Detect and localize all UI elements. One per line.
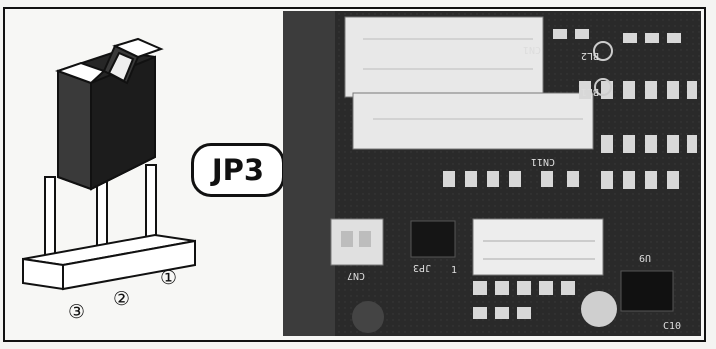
jumper-drawing	[22, 37, 196, 291]
u9-chip	[620, 270, 674, 312]
jumper-cap	[55, 37, 164, 191]
mid-connector	[472, 218, 604, 276]
silk-bl2: BL2	[581, 50, 599, 61]
jp3-label-badge: JP3	[191, 143, 285, 197]
silk-c10: C10	[663, 321, 681, 332]
circuit-board-photo: CN7 JP3 1 CN11 BL1 BL2 CN1 U9 C10	[283, 11, 701, 336]
capacitor-round	[352, 301, 384, 333]
silk-jp3-pin1: 1	[451, 265, 457, 276]
jp3-header	[410, 220, 456, 258]
silk-u9: U9	[639, 252, 651, 263]
jumper-illustration: ① ② ③	[5, 9, 281, 340]
silk-jp3: JP3	[413, 262, 431, 273]
capacitor-c10	[581, 291, 617, 327]
top-connectors	[344, 16, 594, 150]
component-rows	[443, 29, 697, 319]
silk-cn7: CN7	[347, 270, 365, 281]
pin-number-3: ③	[68, 301, 86, 323]
pin-number-2: ②	[113, 288, 131, 310]
silk-cn11: CN11	[531, 156, 555, 167]
figure-frame: ① ② ③ JP3	[3, 7, 706, 342]
cn7-connector	[330, 218, 384, 266]
silk-bl1: BL1	[581, 86, 599, 97]
board-drawing: CN7 JP3 1 CN11 BL1 BL2 CN1 U9 C10	[283, 11, 701, 336]
header-base	[22, 233, 196, 291]
silk-cn1: CN1	[523, 44, 541, 55]
pin-number-1: ①	[160, 267, 178, 289]
